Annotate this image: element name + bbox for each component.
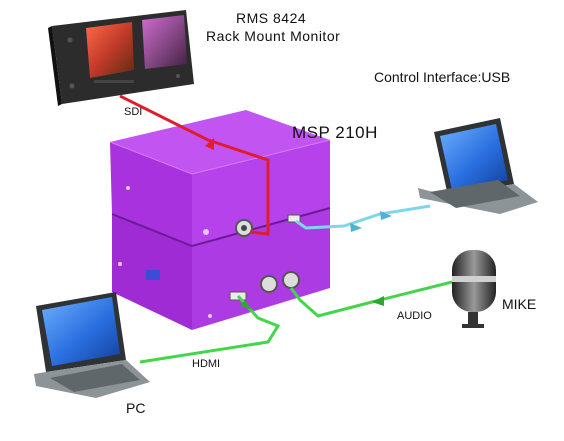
sdi-cable [119,94,270,236]
control-interface-label: Control Interface:USB [374,69,511,85]
mike-label: MIKE [502,296,537,312]
laptop-icon [34,292,150,398]
usb-cable [295,204,431,230]
pc-label: PC [126,400,146,416]
audio-cable [289,280,453,318]
monitor-description-label: Rack Mount Monitor [206,28,341,44]
microphone-icon [452,250,496,328]
sdi-label: SDI [124,106,143,118]
rack-monitor-icon [48,10,194,106]
audio-label: AUDIO [397,310,432,322]
laptop-icon [418,118,538,214]
hdmi-label: HDMI [192,358,221,370]
msp-device [109,110,331,330]
cables [119,94,453,364]
device-name-label: MSP 210H [292,123,378,142]
hdmi-cable [139,294,281,364]
monitor-model-label: RMS 8424 [236,10,307,26]
